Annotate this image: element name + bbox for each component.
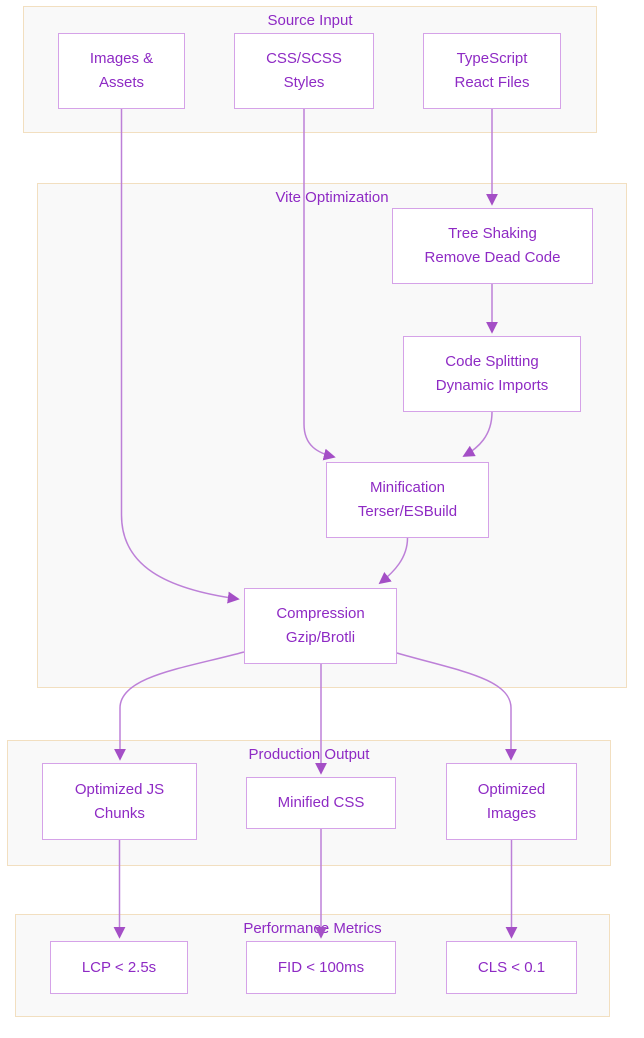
node-label: LCP < 2.5s: [81, 958, 157, 976]
node-minification: Minification Terser/ESBuild: [326, 462, 489, 538]
node-label: TypeScript: [456, 50, 528, 67]
node-label: Minification: [369, 479, 446, 496]
node-optimized-images: Optimized Images: [446, 763, 577, 840]
node-compression: Compression Gzip/Brotli: [244, 588, 397, 664]
node-tree-shaking: Tree Shaking Remove Dead Code: [392, 208, 593, 284]
node-optimized-js-chunks: Optimized JS Chunks: [42, 763, 197, 840]
node-label: CLS < 0.1: [477, 958, 546, 976]
cluster-production-output-title: Production Output: [248, 746, 370, 763]
node-label: Tree Shaking: [448, 225, 537, 242]
node-typescript-react-files: TypeScript React Files: [423, 33, 561, 109]
node-label: Images &: [89, 50, 154, 67]
node-label: Compression: [276, 605, 365, 622]
cluster-vite-optimization-title: Vite Optimization: [275, 189, 389, 206]
node-label: Optimized: [477, 780, 546, 798]
node-label: Terser/ESBuild: [357, 503, 458, 520]
node-images-assets: Images & Assets: [58, 33, 185, 109]
node-label: Minified CSS: [277, 794, 365, 811]
node-label: Images: [486, 804, 537, 822]
node-label: FID < 100ms: [277, 958, 365, 976]
node-minified-css: Minified CSS: [246, 777, 396, 829]
node-label: Remove Dead Code: [424, 249, 561, 266]
node-lcp-metric: LCP < 2.5s: [50, 941, 188, 994]
node-label: Styles: [283, 74, 325, 91]
node-label: Code Splitting: [445, 353, 539, 370]
node-label: CSS/SCSS: [266, 50, 342, 67]
node-label: Dynamic Imports: [435, 377, 549, 394]
cluster-source-input-title: Source Input: [267, 12, 353, 29]
node-cls-metric: CLS < 0.1: [446, 941, 577, 994]
node-label: Assets: [98, 74, 144, 91]
cluster-performance-metrics-title: Performance Metrics: [243, 920, 382, 937]
node-label: Gzip/Brotli: [285, 629, 356, 646]
node-css-scss-styles: CSS/SCSS Styles: [234, 33, 374, 109]
node-fid-metric: FID < 100ms: [246, 941, 396, 994]
node-label: Optimized JS: [74, 780, 165, 798]
node-label: Chunks: [94, 804, 145, 822]
node-code-splitting: Code Splitting Dynamic Imports: [403, 336, 581, 412]
node-label: React Files: [454, 74, 530, 91]
